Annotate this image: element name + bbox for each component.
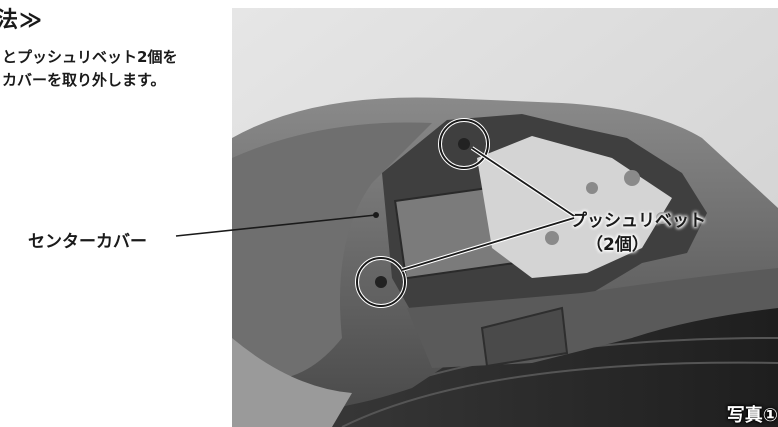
motorcycle-photo: プッシュリベット （2個） 写真① (232, 8, 778, 427)
instruction-line-1: とプッシュリベット2個を (2, 48, 178, 66)
center-cover-leader-line (175, 214, 377, 237)
photo-illustration (232, 8, 778, 427)
rivet-leader-lower (401, 217, 575, 271)
photo-number-tag: 写真① (726, 405, 778, 426)
center-cover-label: センターカバー (28, 232, 147, 252)
center-cover-leader-dot (373, 212, 379, 218)
instruction-text: とプッシュリベット2個を カバーを取り外します。 (2, 46, 177, 92)
push-rivet-label: プッシュリベット (570, 211, 706, 231)
push-rivet-count-label: （2個） (586, 235, 649, 255)
instruction-line-2: カバーを取り外します。 (2, 71, 166, 89)
section-heading: 法≫ (0, 8, 44, 33)
rivet-leader-upper (471, 147, 575, 217)
